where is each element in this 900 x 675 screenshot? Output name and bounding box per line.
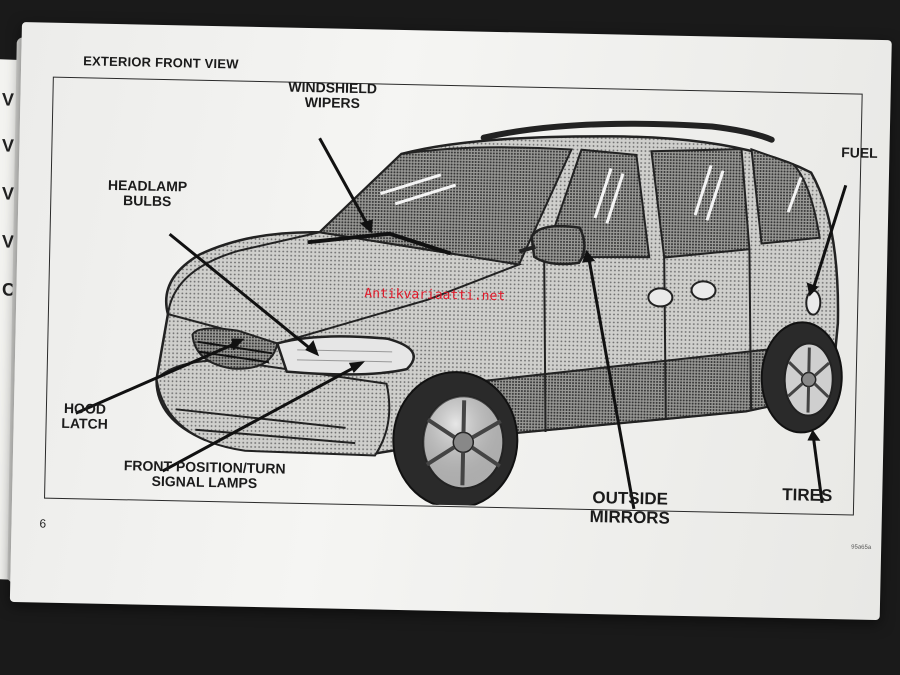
rear-wheel bbox=[760, 321, 843, 434]
watermark-text: Antikvariaatti.net bbox=[364, 286, 506, 305]
callout-front-position-turn-signal-lamps: FRONT POSITION/TURN SIGNAL LAMPS bbox=[104, 457, 305, 493]
callout-headlamp-bulbs: HEADLAMP BULBS bbox=[92, 177, 203, 211]
van-body bbox=[155, 135, 840, 457]
minivan-diagram bbox=[75, 120, 848, 510]
callout-line: MIRRORS bbox=[589, 506, 671, 528]
edge-letter: V bbox=[2, 135, 15, 156]
leader-lines bbox=[75, 137, 848, 510]
manual-page: EXTERIOR FRONT VIEW bbox=[9, 22, 892, 621]
callout-outside-mirrors: OUTSIDE MIRRORS bbox=[570, 488, 691, 529]
page-number: 6 bbox=[39, 516, 47, 531]
section-title: EXTERIOR FRONT VIEW bbox=[83, 53, 239, 72]
illustration-code: 95a65a bbox=[851, 544, 872, 551]
front-wheel bbox=[392, 371, 519, 510]
edge-letter: V bbox=[2, 183, 15, 204]
callout-line: OUTSIDE bbox=[592, 488, 669, 509]
callout-hood-latch: HOOD LATCH bbox=[49, 400, 120, 433]
callout-line: WIPERS bbox=[304, 94, 361, 112]
callout-line: LATCH bbox=[61, 415, 108, 433]
callout-tires: TIRES bbox=[782, 485, 833, 506]
callout-line: BULBS bbox=[122, 192, 172, 210]
arrowheads bbox=[231, 219, 821, 441]
edge-letter: V bbox=[2, 89, 15, 110]
callout-fuel: FUEL bbox=[841, 144, 878, 161]
callout-windshield-wipers: WINDSHIELD WIPERS bbox=[262, 79, 403, 113]
